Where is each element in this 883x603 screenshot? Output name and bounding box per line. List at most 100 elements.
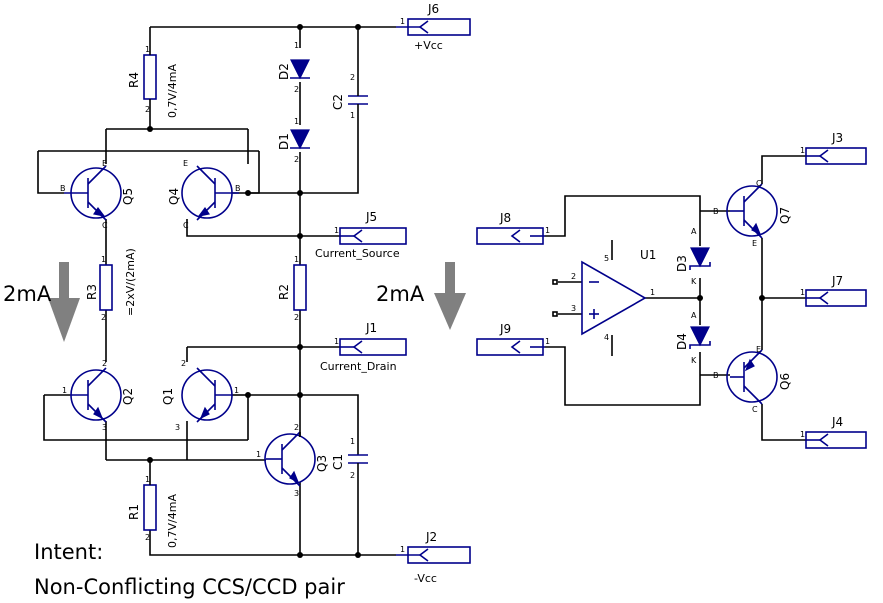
svg-text:3: 3 [571, 304, 576, 313]
svg-text:B: B [60, 184, 66, 193]
current-label-left: 2mA [3, 282, 52, 306]
j6-net: +Vcc [414, 39, 443, 52]
svg-text:4: 4 [604, 333, 609, 342]
diode-d4: A K D4 [675, 311, 711, 365]
connector-j8: 1 J8 [476, 211, 550, 245]
diode-d2: 1 2 D2 [277, 41, 310, 94]
c2-ref: C2 [331, 94, 345, 110]
transistor-q3: 1 2 3 Q3 [256, 423, 329, 498]
r1-value: 0,7V/4mA [166, 494, 179, 548]
intent-text: Non-Conflicting CCS/CCD pair [34, 575, 345, 599]
u1-ref: U1 [640, 248, 656, 262]
connector-j3: 1 J3 [800, 131, 867, 165]
svg-text:1: 1 [294, 255, 299, 264]
svg-text:1: 1 [545, 226, 550, 235]
svg-text:2: 2 [350, 73, 355, 82]
svg-text:5: 5 [604, 254, 609, 263]
connector-j1: 1 J1 Current_Drain [320, 321, 407, 373]
svg-text:1: 1 [650, 288, 655, 297]
svg-text:1: 1 [400, 545, 405, 554]
transistor-q6: B E C Q6 [713, 345, 792, 414]
j1-net: Current_Drain [320, 360, 397, 373]
d1-ref: D1 [277, 133, 291, 150]
svg-text:2: 2 [181, 359, 186, 368]
r4-value: 0,7V/4mA [166, 64, 179, 118]
d4-ref: D4 [675, 333, 689, 350]
svg-text:E: E [756, 345, 761, 354]
transistor-q4: B E C Q4 [167, 159, 241, 230]
j3-ref: J3 [831, 131, 843, 145]
current-arrow-right [434, 262, 466, 330]
j5-ref: J5 [365, 210, 377, 224]
svg-text:1: 1 [350, 111, 355, 120]
capacitor-c2: 2 1 C2 [331, 73, 368, 120]
diode-d1: 1 2 D1 [277, 117, 310, 164]
transistor-q7: B C E Q7 [713, 179, 792, 248]
svg-text:2: 2 [294, 85, 299, 94]
svg-text:3: 3 [175, 423, 180, 432]
q2-ref: Q2 [121, 388, 135, 405]
svg-text:K: K [691, 356, 697, 365]
svg-text:2: 2 [294, 155, 299, 164]
q7-ref: Q7 [778, 207, 792, 224]
svg-text:1: 1 [350, 437, 355, 446]
wires-left [37, 26, 396, 556]
q4-ref: Q4 [167, 188, 181, 205]
svg-text:1: 1 [294, 41, 299, 50]
connector-j2: 1 J2 -Vcc [396, 530, 471, 585]
c1-ref: C1 [331, 454, 345, 470]
svg-text:2: 2 [101, 313, 106, 322]
r2-ref: R2 [277, 284, 291, 300]
svg-text:B: B [235, 184, 241, 193]
svg-text:E: E [102, 159, 107, 168]
svg-text:1: 1 [800, 430, 805, 439]
svg-text:C: C [756, 179, 762, 188]
svg-text:1: 1 [145, 45, 150, 54]
connector-j9: 1 J9 [476, 322, 550, 356]
transistor-q1: 1 2 3 Q1 [161, 359, 239, 432]
svg-text:3: 3 [102, 423, 107, 432]
transistor-q5: B E C Q5 [60, 159, 135, 230]
connector-j6: 1 J6 +Vcc [396, 2, 471, 52]
r4-ref: R4 [127, 72, 141, 88]
svg-text:2: 2 [571, 272, 576, 281]
q1-ref: Q1 [161, 388, 175, 405]
diode-d3: A K D3 [675, 227, 711, 286]
j9-ref: J9 [499, 322, 511, 336]
resistor-r2: 1 2 R2 [277, 255, 307, 322]
j4-ref: J4 [831, 415, 843, 429]
r3-ref: R3 [85, 284, 99, 300]
svg-text:1: 1 [334, 226, 339, 235]
connector-j4: 1 J4 [800, 415, 867, 449]
svg-text:1: 1 [334, 337, 339, 346]
j2-ref: J2 [425, 530, 437, 544]
svg-text:E: E [752, 239, 757, 248]
connector-j5: 1 J5 Current_Source [315, 210, 407, 260]
svg-text:K: K [691, 277, 697, 286]
svg-text:E: E [183, 159, 188, 168]
current-arrow-left [48, 262, 80, 342]
d3-ref: D3 [675, 255, 689, 272]
wires-right [545, 155, 806, 441]
svg-text:1: 1 [145, 475, 150, 484]
resistor-r1: 1 2 R1 0,7V/4mA [127, 475, 179, 548]
svg-text:C: C [752, 405, 758, 414]
intent-label: Intent: [34, 540, 103, 564]
svg-text:1: 1 [800, 146, 805, 155]
j8-ref: J8 [499, 211, 511, 225]
r1-ref: R1 [127, 504, 141, 520]
svg-text:2: 2 [294, 313, 299, 322]
svg-text:1: 1 [400, 17, 405, 26]
svg-text:1: 1 [234, 386, 239, 395]
transistor-q2: 1 2 3 Q2 [62, 359, 135, 432]
resistor-r3: 1 2 R3 =2xV/(2mA) [85, 248, 137, 322]
current-label-right: 2mA [376, 282, 425, 306]
j6-ref: J6 [427, 2, 439, 16]
svg-text:1: 1 [256, 450, 261, 459]
svg-text:1: 1 [800, 288, 805, 297]
svg-text:2: 2 [145, 105, 150, 114]
svg-text:B: B [713, 207, 719, 216]
capacitor-c1: 1 2 C1 [331, 437, 368, 480]
svg-text:2: 2 [102, 359, 107, 368]
